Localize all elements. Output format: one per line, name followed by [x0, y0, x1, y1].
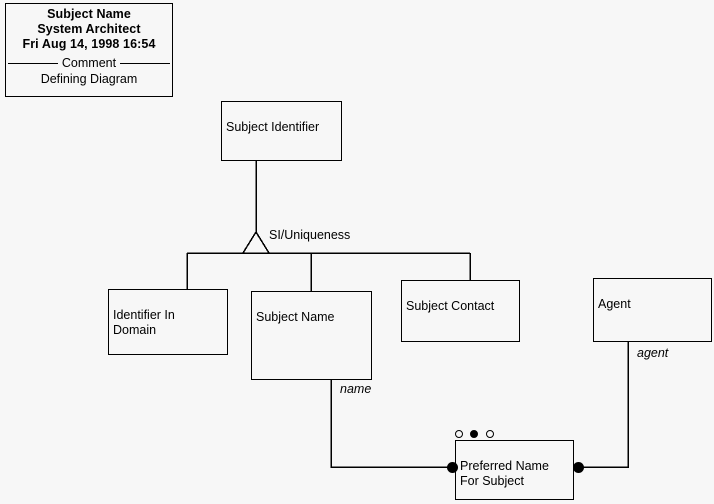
role-label-name: name — [340, 382, 372, 396]
title-block: Subject Name System Architect Fri Aug 14… — [5, 3, 173, 97]
wire-agent-to-preferred — [578, 342, 629, 468]
entity-label: Subject Contact — [406, 299, 495, 313]
entity-subject-identifier[interactable]: Subject Identifier — [221, 101, 342, 161]
entity-label: Subject Name — [256, 310, 335, 324]
comment-section-label: Comment — [6, 55, 172, 71]
generalization-triangle — [241, 230, 271, 254]
title-author: System Architect — [37, 22, 141, 36]
title-timestamp: Fri Aug 14, 1998 16:54 — [22, 37, 156, 51]
entity-label: Identifier In Domain — [113, 308, 175, 337]
endpoint-dot-left — [447, 462, 458, 473]
role-label-agent: agent — [637, 346, 669, 360]
cardinality-ring-filled-center — [470, 430, 478, 438]
title-subject-name: Subject Name — [47, 7, 131, 21]
comment-text: Defining Diagram — [40, 72, 138, 86]
comment-section-label-text: Comment — [57, 56, 121, 70]
junction-label: SI/Uniqueness — [269, 228, 351, 242]
entity-subject-contact[interactable]: Subject Contact — [401, 280, 520, 342]
endpoint-dot-right — [573, 462, 584, 473]
cardinality-ring-hollow-left — [455, 430, 463, 438]
entity-label: Agent — [598, 297, 631, 311]
cardinality-ring-hollow-right — [486, 430, 494, 438]
entity-label: Preferred Name For Subject — [460, 459, 549, 488]
entity-agent[interactable]: Agent — [593, 278, 712, 342]
entity-label: Subject Identifier — [226, 120, 320, 134]
entity-subject-name[interactable]: Subject Name — [251, 291, 372, 380]
comment-divider: Comment — [6, 55, 172, 71]
entity-identifier-in-domain[interactable]: Identifier In Domain — [108, 289, 228, 355]
entity-preferred-name-for-subject[interactable]: Preferred Name For Subject — [455, 440, 574, 500]
